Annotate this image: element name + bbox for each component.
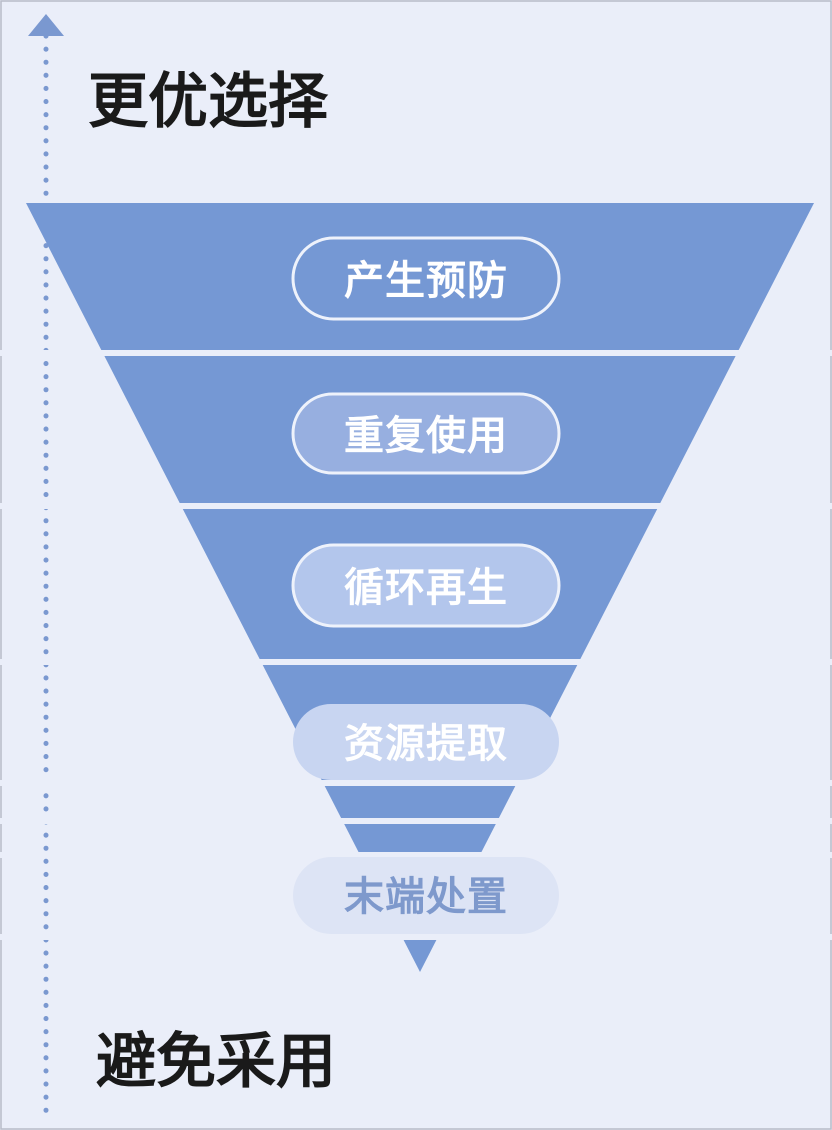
tier-label: 重复使用 xyxy=(344,413,508,459)
tier-pill-prevention: 产生预防 xyxy=(291,236,561,321)
tier-separator xyxy=(0,934,832,940)
tier-separator xyxy=(0,503,832,509)
tier-pill-final-disposal: 末端处置 xyxy=(293,857,559,934)
tier-separator xyxy=(0,818,832,824)
tier-pill-reuse: 重复使用 xyxy=(291,392,561,475)
tier-separator xyxy=(0,852,832,858)
bottom-label: 避免采用 xyxy=(96,1027,336,1097)
pill-background xyxy=(293,704,559,780)
pill-background xyxy=(293,857,559,934)
tier-pill-recycling: 循环再生 xyxy=(291,543,561,628)
tier-separator xyxy=(0,659,832,665)
pill-background xyxy=(291,236,561,321)
tier-pill-resource-extraction: 资源提取 xyxy=(293,704,559,780)
top-label: 更优选择 xyxy=(88,67,329,137)
tier-label: 循环再生 xyxy=(344,565,508,611)
tier-separator xyxy=(0,350,832,356)
tier-label: 资源提取 xyxy=(344,721,508,767)
tier-separator xyxy=(0,780,832,786)
preference-axis xyxy=(28,14,64,1121)
tier-label: 末端处置 xyxy=(344,874,508,920)
arrow-up-icon xyxy=(28,14,64,36)
pill-background xyxy=(291,392,561,475)
pill-background xyxy=(291,543,561,628)
tier-label: 产生预防 xyxy=(344,258,508,304)
